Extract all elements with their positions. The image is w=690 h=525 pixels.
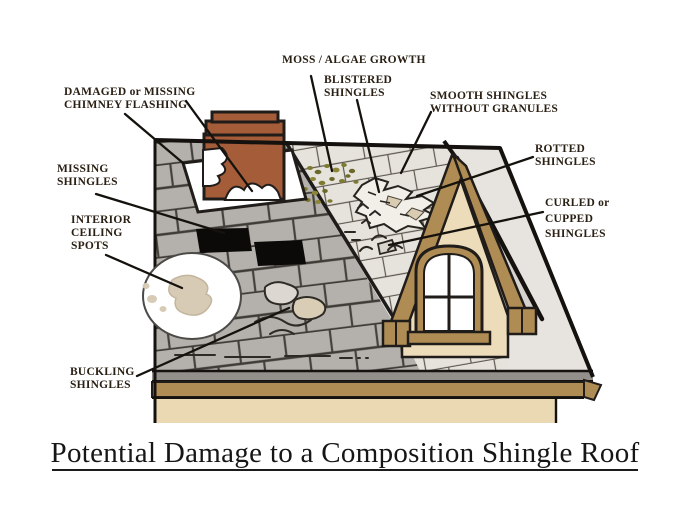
leader-blistered xyxy=(355,98,381,194)
label-buckling-shingles: BUCKLING SHINGLES xyxy=(70,366,135,391)
missing-shingle-hole xyxy=(196,228,252,253)
chimney xyxy=(181,110,308,214)
leader-chimney-flashing-2 xyxy=(184,99,254,193)
leader-missing-shingles xyxy=(94,192,226,235)
label-missing-shingles: MISSING SHINGLES xyxy=(57,163,118,188)
label-chimney-flashing: DAMAGED or MISSING CHIMNEY FLASHING xyxy=(64,86,196,111)
torn-flashing xyxy=(223,182,283,201)
fascia-end-cap xyxy=(583,378,603,402)
ceiling-spots-callout xyxy=(142,252,242,340)
blistered-shingles-marks xyxy=(344,202,381,241)
label-interior-ceiling: INTERIOR CEILING SPOTS xyxy=(71,214,132,252)
diagram-title: Potential Damage to a Composition Shingl… xyxy=(50,437,640,469)
moss-algae-patch xyxy=(302,163,359,204)
missing-shingle-hole xyxy=(254,240,306,266)
house-wall xyxy=(154,399,556,423)
eave xyxy=(151,369,603,423)
label-blistered-shingles: BLISTERED SHINGLES xyxy=(324,74,393,99)
leader-lines xyxy=(94,74,545,378)
dormer xyxy=(381,139,545,359)
leader-buckling xyxy=(135,306,291,378)
leader-curled xyxy=(387,210,545,247)
fascia-board xyxy=(151,381,585,398)
label-curled-shingles: CURLED or CUPPED SHINGLES xyxy=(545,197,610,240)
ceiling-stain xyxy=(168,274,213,316)
chimney-cap-top xyxy=(210,110,280,124)
label-moss-algae: MOSS / ALGAE GROWTH xyxy=(282,54,426,66)
leader-rotted xyxy=(415,155,535,198)
drip-edge xyxy=(152,371,593,381)
leader-chimney-flashing xyxy=(123,112,185,165)
buckling-shingles-patch xyxy=(174,281,369,359)
below-dormer-shingles xyxy=(400,330,508,371)
leader-moss-algae xyxy=(309,74,334,173)
leader-smooth xyxy=(399,110,433,175)
window-sill xyxy=(406,330,492,346)
slope-boundary-line xyxy=(285,143,402,329)
title-underline xyxy=(52,469,638,471)
leader-interior-ceiling xyxy=(104,253,184,290)
label-rotted-shingles: ROTTED SHINGLES xyxy=(535,143,596,168)
label-smooth-shingles: SMOOTH SHINGLES WITHOUT GRANULES xyxy=(430,90,559,115)
